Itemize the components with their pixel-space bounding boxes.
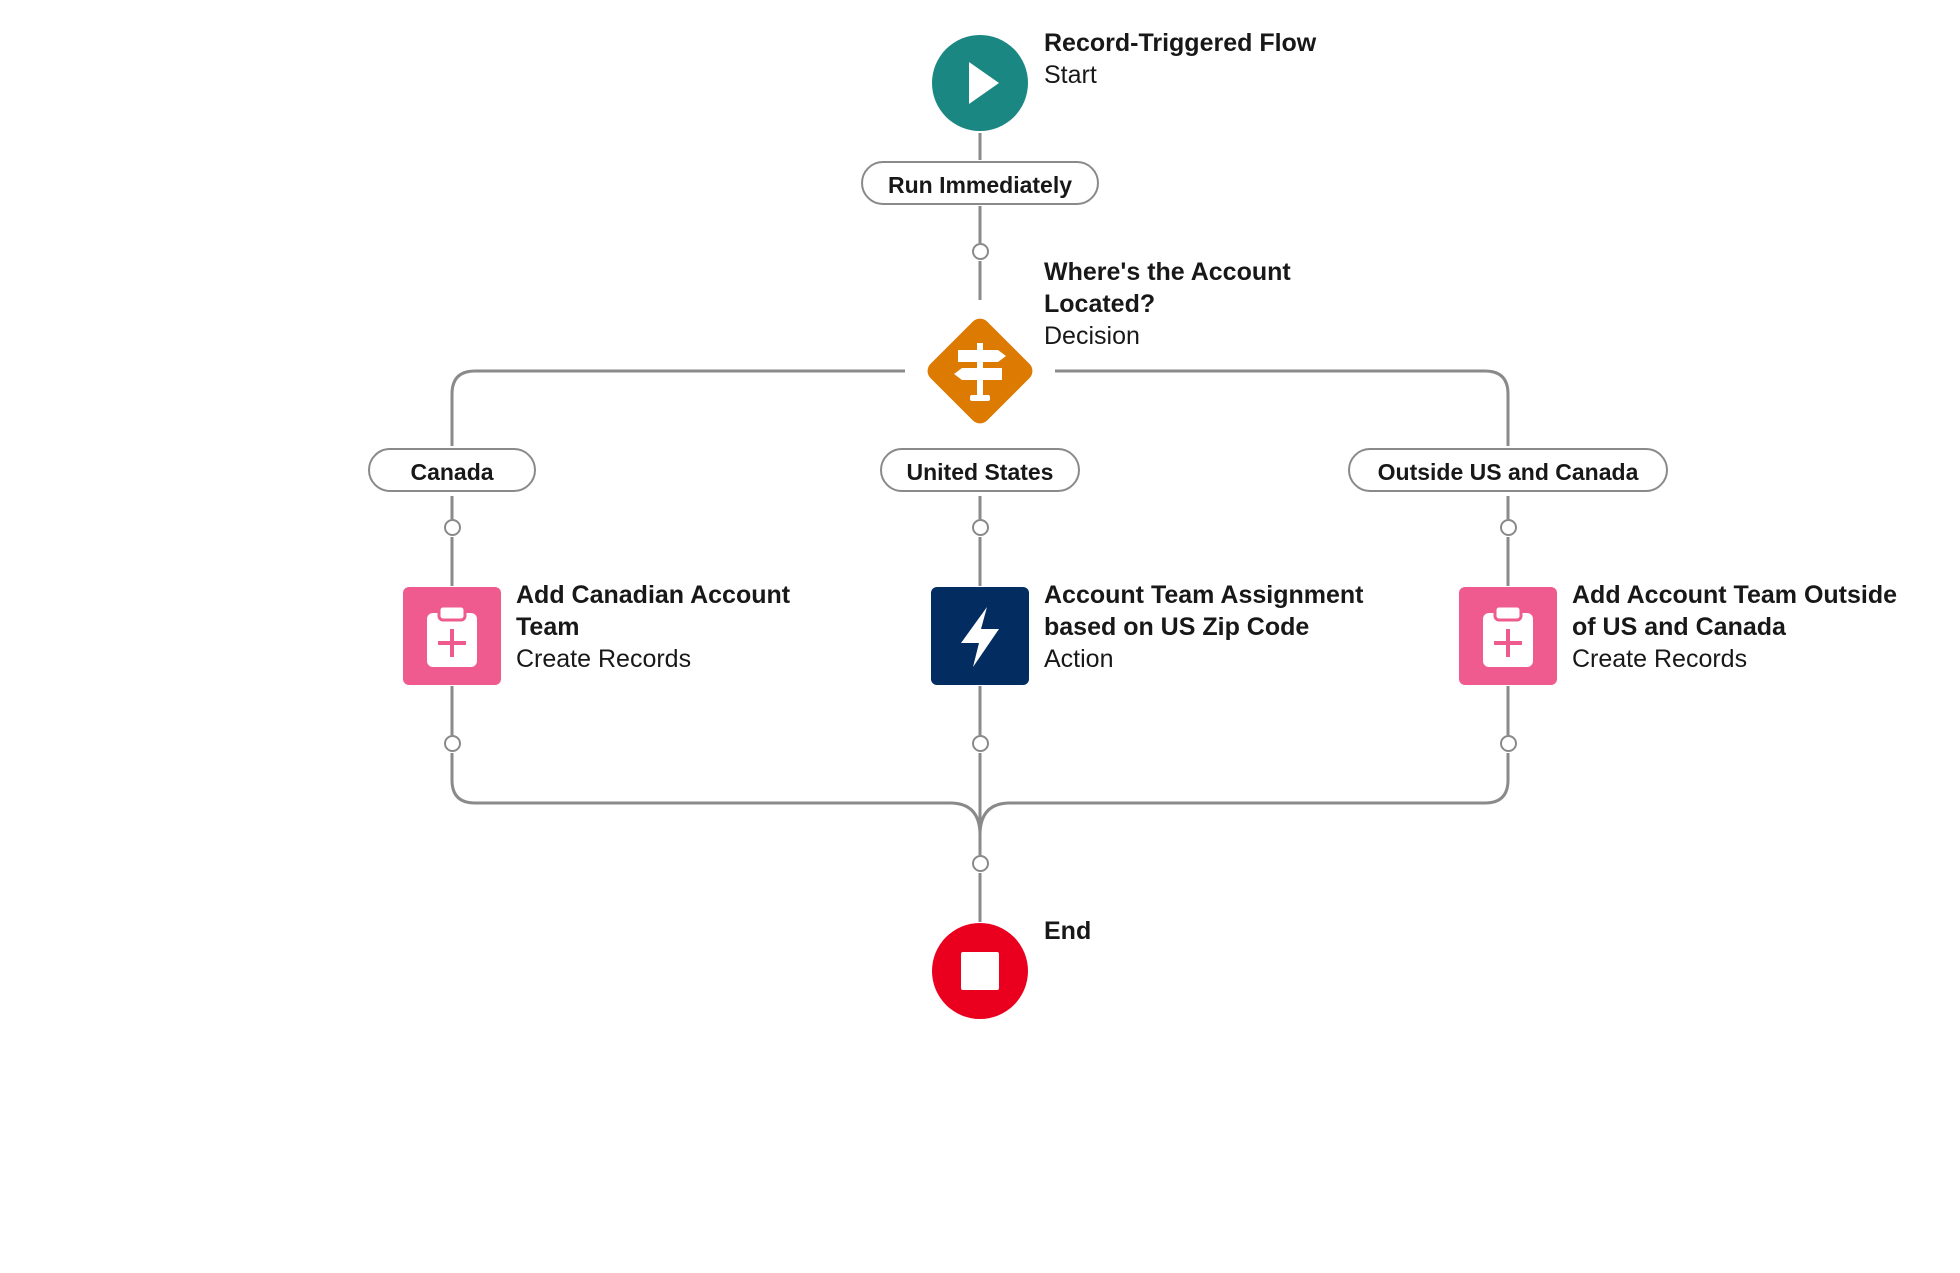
element-title-line2: Team: [516, 613, 580, 641]
clipboard-add-icon: [1459, 587, 1557, 685]
end-label: End: [1044, 915, 1091, 947]
start-label: Record-Triggered Flow Start: [1044, 27, 1316, 91]
add-element-connector[interactable]: [444, 519, 461, 536]
end-title: End: [1044, 917, 1092, 945]
outside-element-label: Add Account Team Outside of US and Canad…: [1572, 579, 1897, 675]
add-element-connector[interactable]: [1500, 735, 1517, 752]
element-title-line1: Account Team Assignment: [1044, 581, 1364, 609]
decision-subtitle: Decision: [1044, 322, 1140, 350]
element-title-line2: based on US Zip Code: [1044, 613, 1310, 641]
element-title-line2: of US and Canada: [1572, 613, 1786, 641]
element-subtitle: Create Records: [516, 645, 692, 673]
us-element-label: Account Team Assignment based on US Zip …: [1044, 579, 1364, 675]
element-title-line1: Add Canadian Account: [516, 581, 791, 609]
element-title-line1: Add Account Team Outside: [1572, 581, 1898, 609]
stop-icon: [932, 923, 1028, 1019]
run-immediately-path[interactable]: Run Immediately: [861, 161, 1099, 205]
create-records-node-outside[interactable]: [1459, 587, 1557, 685]
signpost-icon: [927, 318, 1033, 424]
add-element-connector[interactable]: [972, 735, 989, 752]
outcome-outside-us-and-canada[interactable]: Outside US and Canada: [1348, 448, 1668, 492]
add-element-connector[interactable]: [1500, 519, 1517, 536]
add-element-connector[interactable]: [444, 735, 461, 752]
decision-label: Where's the Account Located? Decision: [1044, 256, 1291, 352]
add-element-connector[interactable]: [972, 519, 989, 536]
create-records-node-canada[interactable]: [403, 587, 501, 685]
decision-node[interactable]: [914, 305, 1046, 437]
outcome-canada[interactable]: Canada: [368, 448, 536, 492]
decision-title-line1: Where's the Account: [1044, 258, 1291, 286]
lightning-bolt-icon: [931, 587, 1029, 685]
start-subtitle: Start: [1044, 61, 1097, 89]
play-icon: [932, 35, 1028, 131]
outcome-united-states[interactable]: United States: [880, 448, 1080, 492]
start-title: Record-Triggered Flow: [1044, 29, 1317, 57]
canada-element-label: Add Canadian Account Team Create Records: [516, 579, 790, 675]
end-node[interactable]: [932, 923, 1028, 1019]
decision-title-line2: Located?: [1044, 290, 1156, 318]
element-subtitle: Action: [1044, 645, 1114, 673]
start-node[interactable]: [932, 35, 1028, 131]
add-element-connector[interactable]: [972, 855, 989, 872]
clipboard-add-icon: [403, 587, 501, 685]
action-node-us[interactable]: [931, 587, 1029, 685]
element-subtitle: Create Records: [1572, 645, 1748, 673]
add-element-connector[interactable]: [972, 243, 989, 260]
